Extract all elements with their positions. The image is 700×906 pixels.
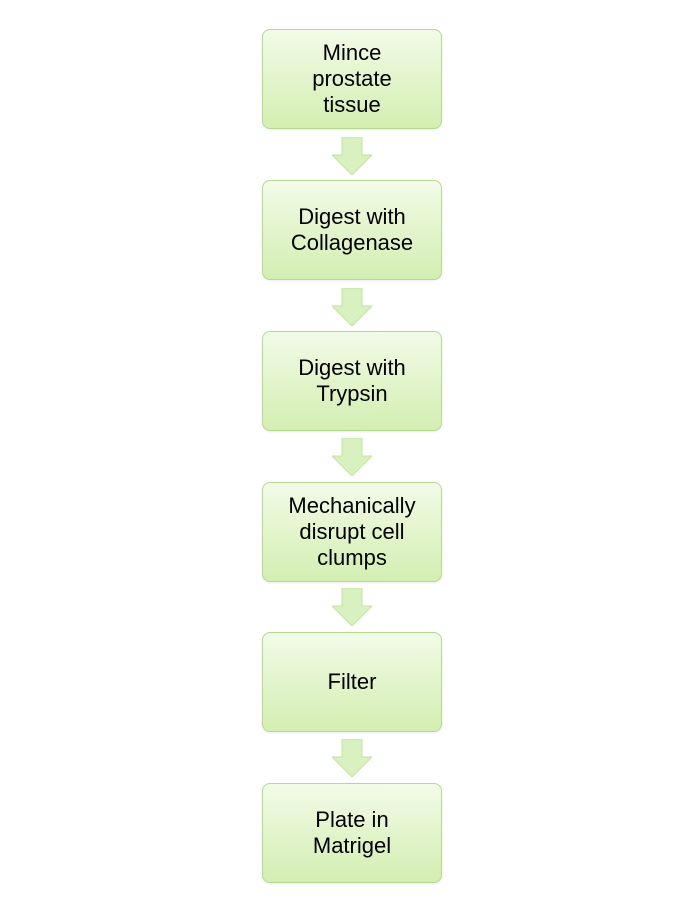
down-arrow-icon — [332, 438, 372, 476]
step-plate-in-matrigel: Plate in Matrigel — [262, 783, 442, 883]
step-label: Mechanically disrupt cell clumps — [288, 493, 416, 570]
step-label: Mince prostate tissue — [312, 40, 392, 117]
step-label: Digest with Trypsin — [298, 355, 406, 406]
down-arrow-icon — [332, 588, 372, 626]
down-arrow-icon — [332, 739, 372, 777]
down-arrow-icon — [332, 137, 372, 175]
down-arrow-icon — [332, 288, 372, 326]
step-digest-trypsin: Digest with Trypsin — [262, 331, 442, 431]
step-mince-prostate-tissue: Mince prostate tissue — [262, 29, 442, 129]
step-mechanically-disrupt: Mechanically disrupt cell clumps — [262, 482, 442, 582]
step-filter: Filter — [262, 632, 442, 732]
step-label: Digest with Collagenase — [290, 204, 414, 255]
step-label: Filter — [327, 669, 377, 694]
step-label: Plate in Matrigel — [312, 807, 392, 858]
step-digest-collagenase: Digest with Collagenase — [262, 180, 442, 280]
